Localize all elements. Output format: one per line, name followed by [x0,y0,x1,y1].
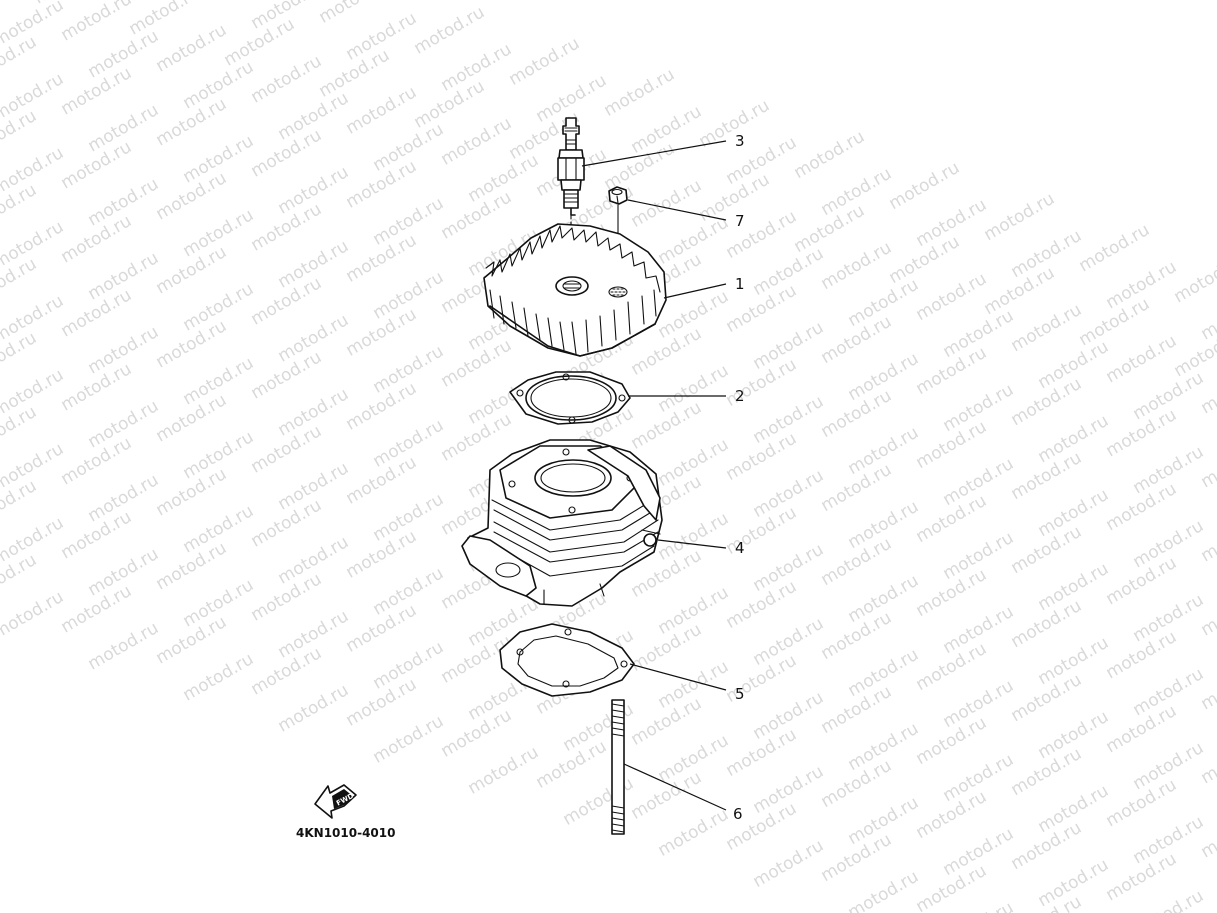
callout-label-6: 6 [733,805,743,823]
watermark-text: motod.ru [58,0,136,45]
watermark-text: motod.ru [411,2,489,58]
watermark-text: motod.ru [1103,331,1181,387]
watermark-text: motod.ru [750,836,828,892]
callout-label-2: 2 [735,387,745,405]
watermark-text: motod.ru [655,805,733,861]
watermark-text: motod.ru [913,269,991,325]
watermark-text: motod.ru [1130,886,1208,913]
watermark-text: motod.ru [1008,300,1086,356]
callout-label-1: 1 [735,275,745,293]
watermark-text: motod.ru [85,618,163,674]
cylinder-part [461,439,663,607]
part-code: 4KN1010-4010 [296,826,395,840]
watermark-text: motod.ru [370,711,448,767]
head-gasket-part [509,371,631,425]
watermark-text: motod.ru [601,65,679,121]
watermark-text: motod.ru [506,33,584,89]
watermark-text: motod.ru [560,773,638,829]
callout-label-3: 3 [735,132,745,150]
watermark-text: motod.ru [153,20,231,76]
watermark-text: motod.ru [275,680,353,736]
cap-nut-part [608,186,628,205]
watermark-text: motod.ru [845,867,923,913]
callout-label-5: 5 [735,685,745,703]
watermark-text: motod.ru [1198,806,1217,862]
watermark-text: motod.ru [1198,362,1217,418]
base-gasket-part [499,623,635,697]
cylinder-head-part [483,223,667,357]
watermark-text: motod.ru [465,742,543,798]
watermark-text: motod.ru [818,238,896,294]
watermark-text: motod.ru [1198,584,1217,640]
watermark-text: motod.ru [1171,251,1217,307]
watermark-text: motod.ru [180,649,258,705]
leader-lines [581,140,727,811]
watermark-text: motod.ru [791,127,869,183]
forward-arrow-icon: FWD [314,784,357,819]
watermark-text: motod.ru [1198,732,1217,788]
watermark-text: motod.ru [628,176,706,232]
watermark-text: motod.ru [248,51,326,107]
watermark-text: motod.ru [1198,658,1217,714]
watermark-text: motod.ru [1076,220,1154,276]
spark-plug-part [557,117,585,216]
watermark-text: motod.ru [0,587,67,643]
watermark-text: motod.ru [981,189,1059,245]
watermark-text: motod.ru [1198,288,1217,344]
watermark-text: motod.ru [316,0,394,28]
watermark-text: motod.ru [1198,510,1217,566]
watermark-text: motod.ru [438,113,516,169]
stud-bolt-part [611,699,625,835]
watermark-text: motod.ru [886,158,964,214]
watermark-text: motod.ru [1198,436,1217,492]
callout-label-7: 7 [735,212,745,230]
callout-label-4: 4 [735,539,745,557]
watermark-text: motod.ru [343,82,421,138]
